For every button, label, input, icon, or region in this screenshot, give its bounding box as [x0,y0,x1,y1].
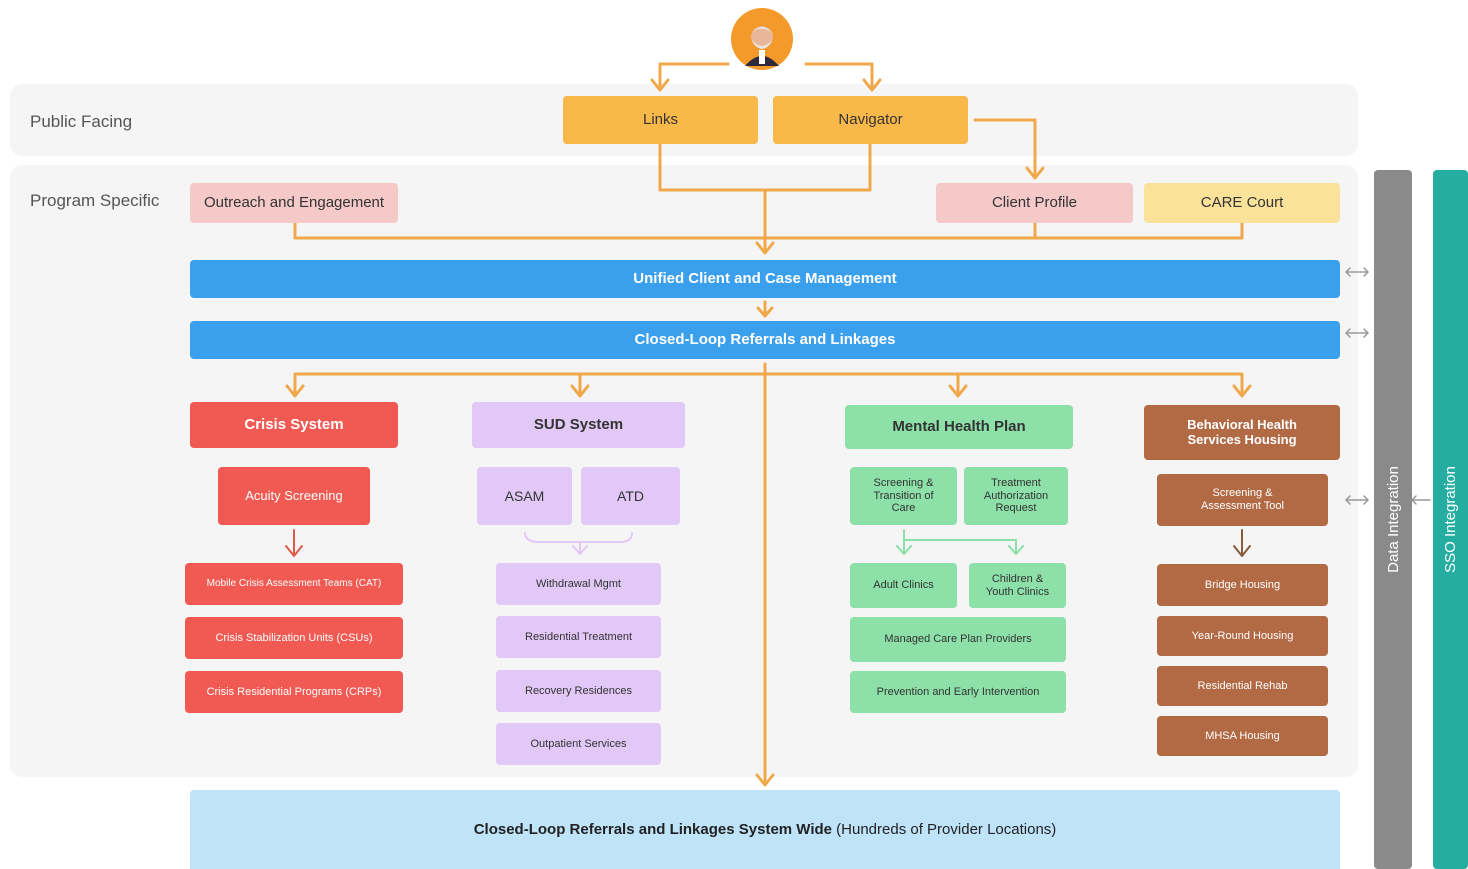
adult-clinics-box[interactable]: Adult Clinics [850,563,957,608]
crisis-item-stabilization-units[interactable]: Crisis Stabilization Units (CSUs) [185,617,403,659]
navigator-button[interactable]: Navigator [773,96,968,144]
housing-item-residential-rehab[interactable]: Residential Rehab [1157,666,1328,706]
crisis-system-header[interactable]: Crisis System [190,402,398,448]
client-profile-box[interactable]: Client Profile [936,183,1133,223]
links-button[interactable]: Links [563,96,758,144]
unified-case-management-bar[interactable]: Unified Client and Case Management [190,260,1340,298]
public-facing-label: Public Facing [30,112,133,131]
sud-item-withdrawal[interactable]: Withdrawal Mgmt [496,563,661,605]
screening-assessment-tool-box[interactable]: Screening & Assessment Tool [1157,474,1328,526]
screening-transition-box[interactable]: Screening & Transition of Care [850,467,957,525]
sud-item-outpatient[interactable]: Outpatient Services [496,723,661,765]
program-specific-label: Program Specific [30,191,160,210]
system-wide-title: Closed-Loop Referrals and Linkages Syste… [473,820,832,838]
sync-arrows [1344,267,1431,505]
atd-box[interactable]: ATD [581,467,680,525]
crisis-item-residential-programs[interactable]: Crisis Residential Programs (CRPs) [185,671,403,713]
data-integration-bar: Data Integration [1374,170,1412,869]
housing-item-bridge[interactable]: Bridge Housing [1157,564,1328,606]
crisis-item-mobile-teams[interactable]: Mobile Crisis Assessment Teams (CAT) [185,563,403,605]
prevention-early-intervention-box[interactable]: Prevention and Early Intervention [850,671,1066,713]
acuity-screening-box[interactable]: Acuity Screening [218,467,370,525]
treatment-authorization-box[interactable]: Treatment Authorization Request [964,467,1068,525]
housing-item-year-round[interactable]: Year-Round Housing [1157,616,1328,656]
sud-item-recovery[interactable]: Recovery Residences [496,670,661,712]
asam-box[interactable]: ASAM [477,467,572,525]
outreach-engagement-box[interactable]: Outreach and Engagement [190,183,398,223]
sud-system-header[interactable]: SUD System [472,402,685,448]
bh-services-housing-header[interactable]: Behavioral Health Services Housing [1144,405,1340,460]
sso-integration-label: SSO Integration [1442,466,1460,573]
sso-integration-bar: SSO Integration [1433,170,1468,869]
data-integration-label: Data Integration [1384,466,1402,573]
sud-item-residential[interactable]: Residential Treatment [496,616,661,658]
managed-care-providers-box[interactable]: Managed Care Plan Providers [850,617,1066,662]
system-wide-referrals-bar[interactable]: Closed-Loop Referrals and Linkages Syste… [190,790,1340,869]
care-court-box[interactable]: CARE Court [1144,183,1340,223]
closed-loop-referrals-bar[interactable]: Closed-Loop Referrals and Linkages [190,321,1340,359]
housing-item-mhsa[interactable]: MHSA Housing [1157,716,1328,756]
person-avatar-icon [731,8,793,70]
mental-health-plan-header[interactable]: Mental Health Plan [845,405,1073,449]
children-youth-clinics-box[interactable]: Children & Youth Clinics [969,563,1066,608]
system-wide-subtitle: (Hundreds of Provider Locations) [836,820,1057,838]
